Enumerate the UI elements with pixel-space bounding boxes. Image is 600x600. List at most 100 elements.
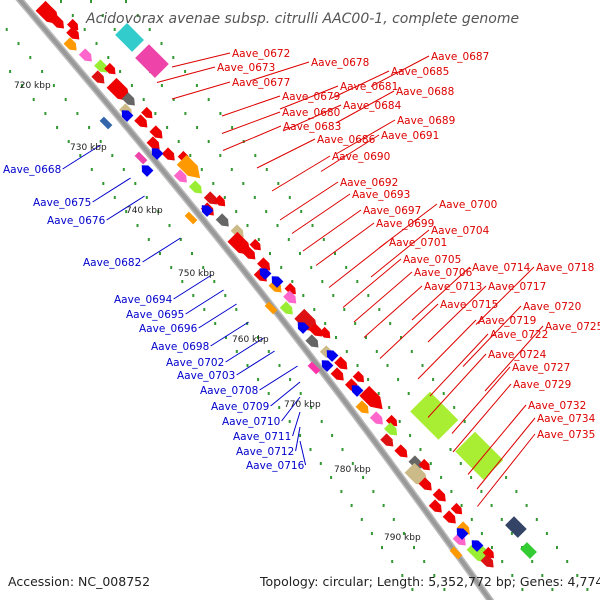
guide-dot xyxy=(319,462,322,465)
label-leader xyxy=(370,55,430,87)
forward-gene-label: Aave_0705 xyxy=(403,254,461,266)
label-leader xyxy=(335,90,395,124)
guide-dot xyxy=(302,294,305,297)
guide-dot xyxy=(367,378,370,381)
label-leader xyxy=(411,266,471,321)
label-leader xyxy=(427,353,487,418)
label-leader xyxy=(342,258,402,308)
guide-dot xyxy=(515,490,518,493)
label-leader xyxy=(484,325,544,392)
guide-dot xyxy=(391,560,394,563)
guide-dot xyxy=(351,462,354,465)
label-leader xyxy=(92,177,131,203)
label-leader xyxy=(462,305,522,367)
guide-dot xyxy=(88,126,91,129)
forward-gene-label: Aave_0732 xyxy=(528,400,586,412)
forward-gene-arrow xyxy=(482,546,495,559)
guide-dot xyxy=(288,420,291,423)
label-leader xyxy=(292,411,301,437)
label-leader xyxy=(279,85,339,110)
forward-gene-label: Aave_0722 xyxy=(490,329,548,341)
reverse-gene-arrow xyxy=(456,528,469,540)
guide-dot xyxy=(113,28,116,31)
guide-dot xyxy=(160,84,163,87)
guide-dot xyxy=(556,546,558,549)
guide-dot xyxy=(219,112,222,115)
forward-gene-arrow xyxy=(456,521,470,535)
forward-gene-label: Aave_0725 xyxy=(545,321,600,333)
guide-dot xyxy=(44,112,47,115)
guide-dot xyxy=(433,574,436,577)
guide-dot xyxy=(202,266,205,269)
guide-dot xyxy=(159,252,161,255)
gene-block xyxy=(99,116,113,130)
gene-block xyxy=(135,44,169,78)
label-leader xyxy=(452,383,512,453)
reverse-gene-label: Aave_0676 xyxy=(47,215,106,227)
guide-dot xyxy=(160,42,163,45)
guide-dot xyxy=(212,182,215,185)
forward-gene-label: Aave_0678 xyxy=(311,57,369,69)
guide-dot xyxy=(367,294,370,297)
forward-gene-arrow xyxy=(78,48,92,62)
guide-dot xyxy=(521,588,524,591)
guide-dot xyxy=(280,266,283,269)
guide-dot xyxy=(101,14,104,17)
forward-gene-arrow xyxy=(66,26,80,40)
tick-label: 740 kbp xyxy=(126,206,163,216)
label-leader xyxy=(142,237,181,263)
forward-gene-arrow xyxy=(408,455,422,469)
forward-gene-arrow xyxy=(418,458,430,471)
forward-gene-label: Aave_0697 xyxy=(363,205,421,217)
guide-dot xyxy=(242,182,245,185)
guide-dot xyxy=(501,560,504,563)
forward-gene-label: Aave_0719 xyxy=(478,315,536,327)
forward-gene-arrow xyxy=(380,433,394,447)
guide-dot xyxy=(142,98,145,101)
guide-dot xyxy=(223,196,226,199)
guide-dot xyxy=(119,70,122,73)
forward-gene-arrow xyxy=(176,154,201,179)
guide-dot xyxy=(310,266,313,269)
guide-dot xyxy=(541,574,544,577)
guide-dot xyxy=(125,0,127,3)
gene-block xyxy=(307,361,321,375)
guide-dot xyxy=(500,518,503,521)
reverse-gene-label: Aave_0712 xyxy=(236,446,294,458)
genome-summary-text: Topology: circular; Length: 5,352,772 bp… xyxy=(259,574,600,589)
forward-gene-arrow xyxy=(480,554,494,568)
guide-dot xyxy=(17,42,20,45)
reverse-gene-label: Aave_0698 xyxy=(151,341,209,353)
label-leader xyxy=(185,289,224,315)
guide-dot xyxy=(95,42,98,45)
forward-gene-label: Aave_0720 xyxy=(523,301,581,313)
guide-dot xyxy=(289,378,292,381)
label-leader xyxy=(106,195,145,221)
guide-dot xyxy=(324,322,327,325)
label-leader xyxy=(378,203,438,249)
forward-gene-label: Aave_0700 xyxy=(439,199,497,211)
guide-dot xyxy=(309,448,312,451)
guide-dot xyxy=(586,588,589,591)
forward-gene-arrow xyxy=(432,488,446,502)
tick-label: 760 kbp xyxy=(232,335,269,345)
guide-dot xyxy=(356,364,359,367)
label-leader xyxy=(210,321,249,347)
guide-dot xyxy=(377,392,380,395)
gene-block xyxy=(410,391,459,440)
forward-gene-label: Aave_0687 xyxy=(431,51,489,63)
label-leader xyxy=(336,119,396,154)
guide-dot xyxy=(409,434,412,437)
guide-dot xyxy=(413,546,415,549)
reverse-gene-label: Aave_0696 xyxy=(139,323,198,335)
forward-gene-arrow xyxy=(35,0,59,25)
guide-dot xyxy=(397,378,400,381)
forward-gene-arrow xyxy=(242,246,256,260)
guide-dot xyxy=(386,364,389,367)
guide-dot xyxy=(388,406,391,409)
guide-dot xyxy=(246,364,249,367)
reverse-gene-arrow xyxy=(201,205,214,217)
reverse-gene-label: Aave_0711 xyxy=(233,431,291,443)
forward-gene-arrow xyxy=(428,499,442,513)
forward-gene-arrow xyxy=(227,231,251,256)
